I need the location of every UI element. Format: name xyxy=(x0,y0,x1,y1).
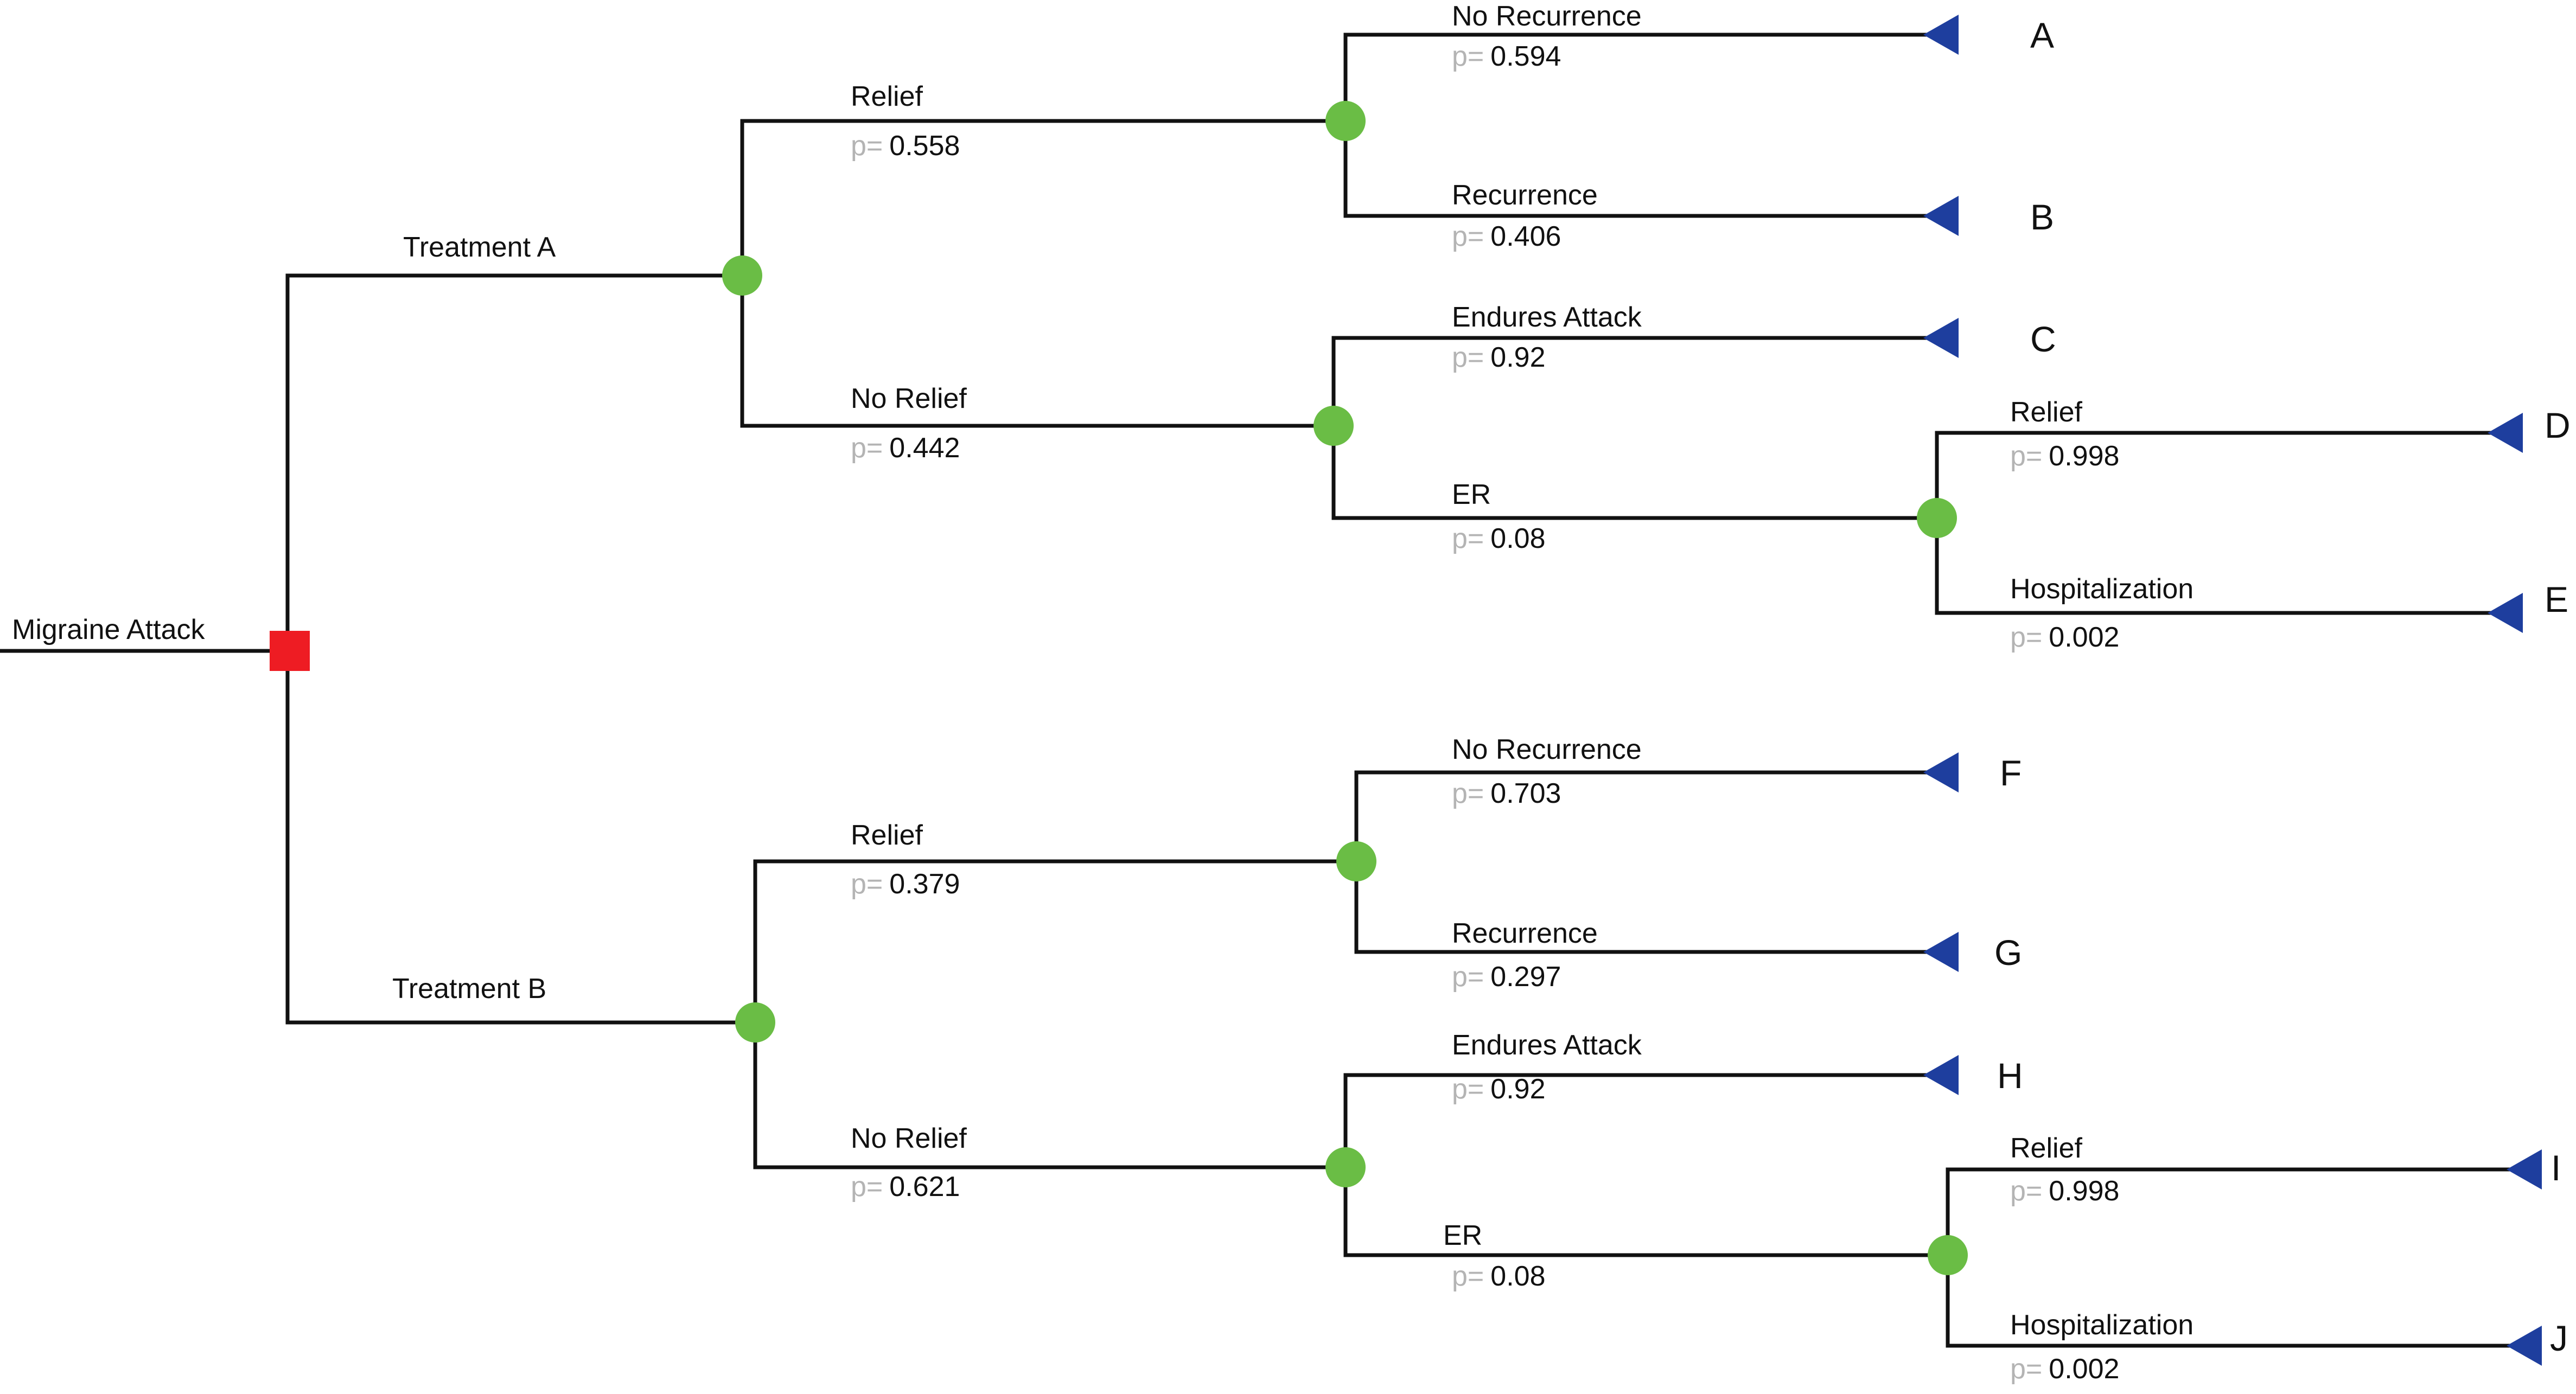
edge-b-no-relief xyxy=(753,1022,1346,1169)
branch-label-a-no-relief: No Relief xyxy=(851,383,967,414)
branch-label-a-er-relief: Relief xyxy=(2010,397,2082,428)
chance-node-b-relief xyxy=(1336,841,1376,881)
edge-a-er-hosp xyxy=(1935,518,2520,615)
chance-node-treatment-b xyxy=(735,1002,775,1043)
outcome-label-f: F xyxy=(2000,753,2022,793)
prob-b-endures-attack: p=0.92 xyxy=(1452,1073,1546,1105)
terminal-node-c xyxy=(1923,318,1959,358)
decision-node xyxy=(270,631,310,671)
chance-node-a-relief xyxy=(1325,101,1366,141)
terminal-node-g xyxy=(1923,932,1959,972)
branch-label-a-hospitalization: Hospitalization xyxy=(2010,573,2194,605)
edge-b-relief-no-recurrence xyxy=(1354,770,1938,861)
branch-label-b-hospitalization: Hospitalization xyxy=(2010,1309,2194,1341)
prob-b-recurrence: p=0.297 xyxy=(1452,961,1561,993)
prob-b-er: p=0.08 xyxy=(1452,1261,1546,1292)
branch-label-a-er: ER xyxy=(1452,479,1491,510)
branch-label-b-relief: Relief xyxy=(851,820,923,851)
branch-label-a-endures-attack: Endures Attack xyxy=(1452,302,1642,333)
outcome-label-i: I xyxy=(2551,1148,2561,1188)
branch-label-treatment-b: Treatment B xyxy=(392,973,546,1005)
outcome-label-d: D xyxy=(2545,405,2571,445)
branch-label-b-er: ER xyxy=(1443,1220,1482,1251)
branch-label-b-no-recurrence: No Recurrence xyxy=(1452,734,1642,765)
branch-label-a-relief: Relief xyxy=(851,81,923,112)
outcome-label-c: C xyxy=(2030,319,2056,359)
terminal-node-h xyxy=(1923,1055,1959,1095)
edge-b-nr-er xyxy=(1343,1167,1948,1257)
chance-nodes xyxy=(722,101,1968,1275)
terminal-node-e xyxy=(2488,593,2523,633)
branch-label-b-no-relief: No Relief xyxy=(851,1123,967,1154)
branch-label-b-endures-attack: Endures Attack xyxy=(1452,1029,1642,1061)
prob-a-relief: p=0.558 xyxy=(851,130,960,162)
outcome-label-b: B xyxy=(2030,197,2054,237)
branch-label-a-recurrence: Recurrence xyxy=(1452,180,1598,211)
chance-node-b-no-relief xyxy=(1325,1147,1366,1187)
chance-node-treatment-a xyxy=(722,255,762,296)
terminal-node-i xyxy=(2507,1149,2542,1190)
edge-b-er-hosp xyxy=(1946,1255,2542,1348)
prob-a-er-relief: p=0.998 xyxy=(2010,440,2119,472)
prob-b-no-recurrence: p=0.703 xyxy=(1452,778,1561,809)
terminal-node-b xyxy=(1923,196,1959,236)
edge-a-nr-er xyxy=(1331,426,1937,520)
terminal-node-a xyxy=(1923,15,1959,55)
terminal-node-j xyxy=(2507,1326,2542,1366)
terminal-node-d xyxy=(2488,413,2523,453)
prob-b-er-relief: p=0.998 xyxy=(2010,1175,2119,1207)
chance-node-b-er xyxy=(1928,1235,1968,1275)
branch-label-a-no-recurrence: No Recurrence xyxy=(1452,1,1642,32)
branch-label-b-er-relief: Relief xyxy=(2010,1133,2082,1164)
edge-treatment-b xyxy=(285,651,755,1025)
prob-b-hospitalization: p=0.002 xyxy=(2010,1353,2119,1385)
edge-b-relief xyxy=(753,859,1356,1022)
edge-treatment-a xyxy=(285,273,742,651)
edge-a-relief-recurrence xyxy=(1343,121,1938,218)
branch-label-b-recurrence: Recurrence xyxy=(1452,918,1598,949)
chance-node-a-no-relief xyxy=(1313,406,1354,446)
outcome-label-h: H xyxy=(1997,1056,2023,1096)
outcome-label-j: J xyxy=(2550,1318,2568,1358)
terminal-nodes xyxy=(1923,15,2542,1366)
prob-a-no-relief: p=0.442 xyxy=(851,432,960,464)
edge-a-relief xyxy=(740,119,1346,276)
prob-a-endures-attack: p=0.92 xyxy=(1452,342,1546,373)
prob-a-hospitalization: p=0.002 xyxy=(2010,622,2119,653)
edge-a-no-relief xyxy=(740,276,1334,428)
prob-a-er: p=0.08 xyxy=(1452,523,1546,554)
edge-a-nr-endures xyxy=(1331,336,1938,426)
prob-a-recurrence: p=0.406 xyxy=(1452,221,1561,252)
edge-a-er-relief xyxy=(1935,431,2520,518)
chance-node-a-er xyxy=(1917,498,1957,538)
branch-label-treatment-a: Treatment A xyxy=(403,232,556,263)
edge-b-relief-recurrence xyxy=(1354,861,1938,954)
root-label: Migraine Attack xyxy=(12,614,205,645)
edge-b-nr-endures xyxy=(1343,1073,1938,1167)
tree-edges xyxy=(0,33,2542,1348)
prob-b-no-relief: p=0.621 xyxy=(851,1171,960,1203)
prob-b-relief: p=0.379 xyxy=(851,868,960,900)
edge-b-er-relief xyxy=(1946,1167,2542,1255)
edge-a-relief-no-recurrence xyxy=(1343,33,1938,121)
outcome-label-g: G xyxy=(1994,932,2022,973)
terminal-node-f xyxy=(1923,752,1959,792)
outcome-label-e: E xyxy=(2545,579,2568,619)
prob-a-no-recurrence: p=0.594 xyxy=(1452,41,1561,72)
outcome-label-a: A xyxy=(2030,15,2054,55)
